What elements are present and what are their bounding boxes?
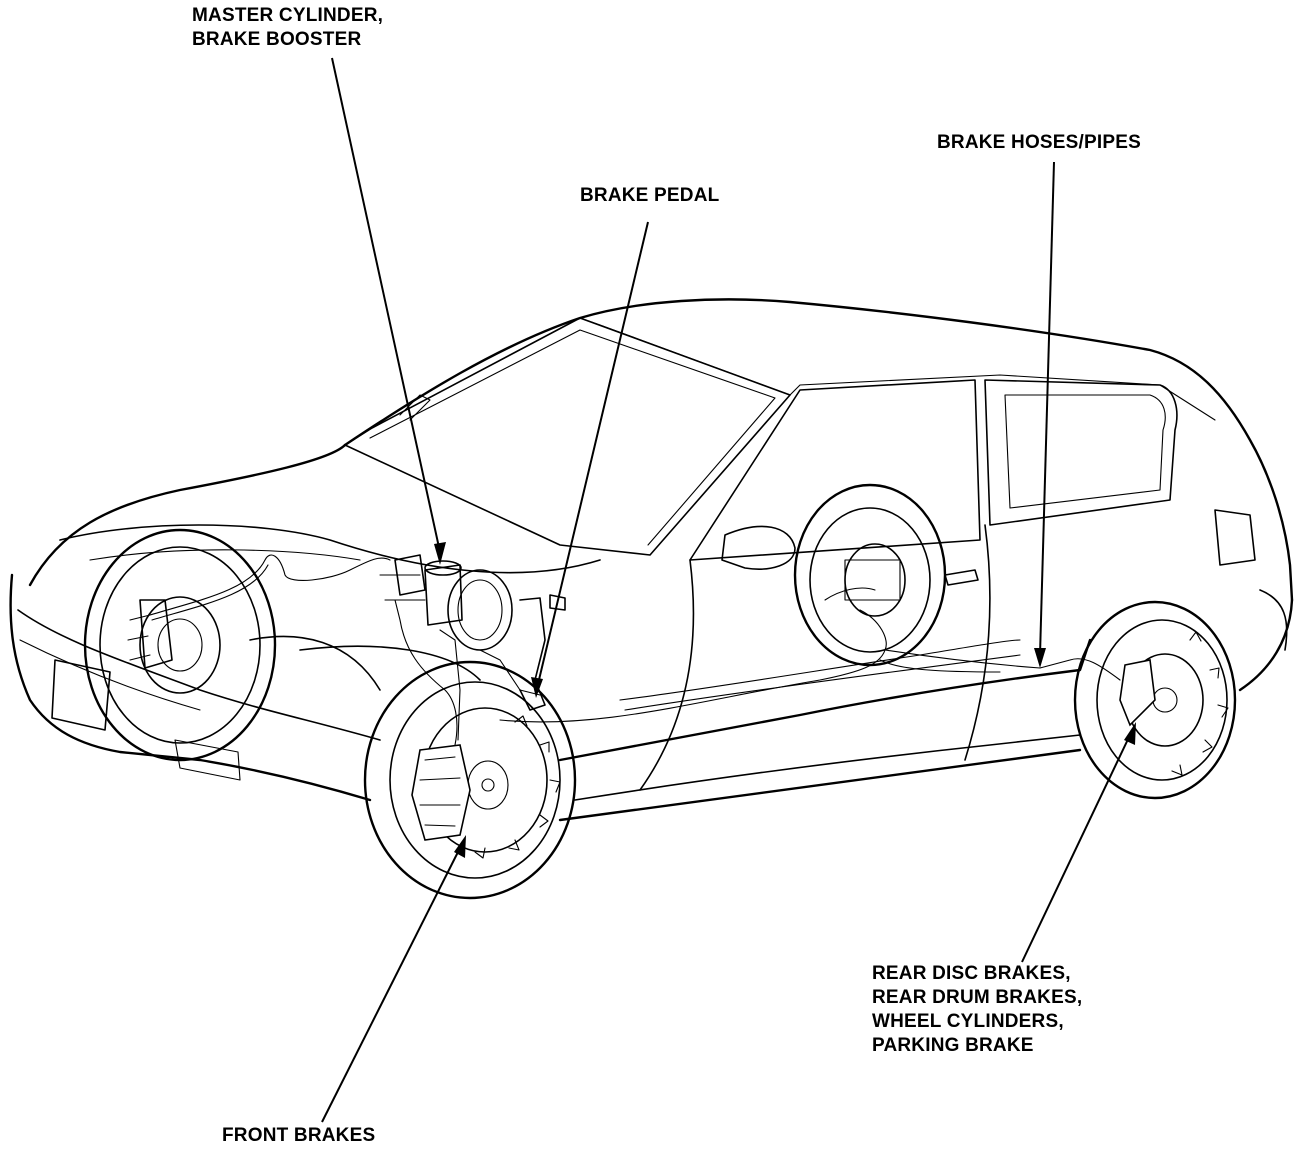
label-rear-brakes-line4: PARKING BRAKE bbox=[872, 1035, 1034, 1056]
arrow-rear-brakes bbox=[1124, 722, 1136, 745]
front-right-wheel bbox=[363, 660, 577, 900]
arrow-master-cylinder bbox=[434, 542, 446, 565]
label-front-brakes: FRONT BRAKES bbox=[222, 1124, 375, 1148]
arrow-front-brakes bbox=[454, 835, 466, 858]
front-left-wheel bbox=[83, 528, 277, 762]
brake-pedal-assembly bbox=[519, 594, 566, 711]
label-front-brakes-line1: FRONT BRAKES bbox=[222, 1125, 376, 1146]
leader-front-brakes bbox=[321, 847, 461, 1123]
leader-brake-pedal bbox=[537, 221, 649, 685]
label-master-cylinder-line2: BRAKE BOOSTER bbox=[192, 29, 362, 50]
label-rear-brakes-line2: REAR DRUM BRAKES, bbox=[872, 987, 1083, 1008]
arrow-brake-pedal bbox=[531, 677, 543, 698]
leader-brake-hoses bbox=[1039, 161, 1055, 656]
car-body bbox=[9, 298, 1294, 822]
leader-rear-brakes bbox=[1021, 734, 1131, 963]
rear-right-wheel bbox=[1073, 600, 1237, 800]
label-brake-pedal: BRAKE PEDAL bbox=[580, 184, 719, 208]
master-cylinder-booster bbox=[379, 554, 513, 651]
label-brake-hoses-line1: BRAKE HOSES/PIPES bbox=[937, 132, 1142, 153]
label-master-cylinder: MASTER CYLINDER, BRAKE BOOSTER bbox=[192, 4, 383, 52]
label-rear-brakes-line1: REAR DISC BRAKES, bbox=[872, 963, 1071, 984]
label-brake-hoses: BRAKE HOSES/PIPES bbox=[937, 131, 1141, 155]
label-rear-brakes-line3: WHEEL CYLINDERS, bbox=[872, 1011, 1064, 1032]
label-rear-brakes: REAR DISC BRAKES, REAR DRUM BRAKES, WHEE… bbox=[872, 962, 1082, 1058]
label-master-cylinder-line1: MASTER CYLINDER, bbox=[192, 5, 384, 26]
rear-left-wheel bbox=[793, 483, 947, 667]
leader-lines bbox=[321, 57, 1136, 1123]
arrow-brake-hoses bbox=[1034, 648, 1046, 668]
leader-master-cylinder bbox=[331, 57, 441, 553]
brake-pipes bbox=[149, 554, 1121, 746]
label-brake-pedal-line1: BRAKE PEDAL bbox=[580, 185, 720, 206]
